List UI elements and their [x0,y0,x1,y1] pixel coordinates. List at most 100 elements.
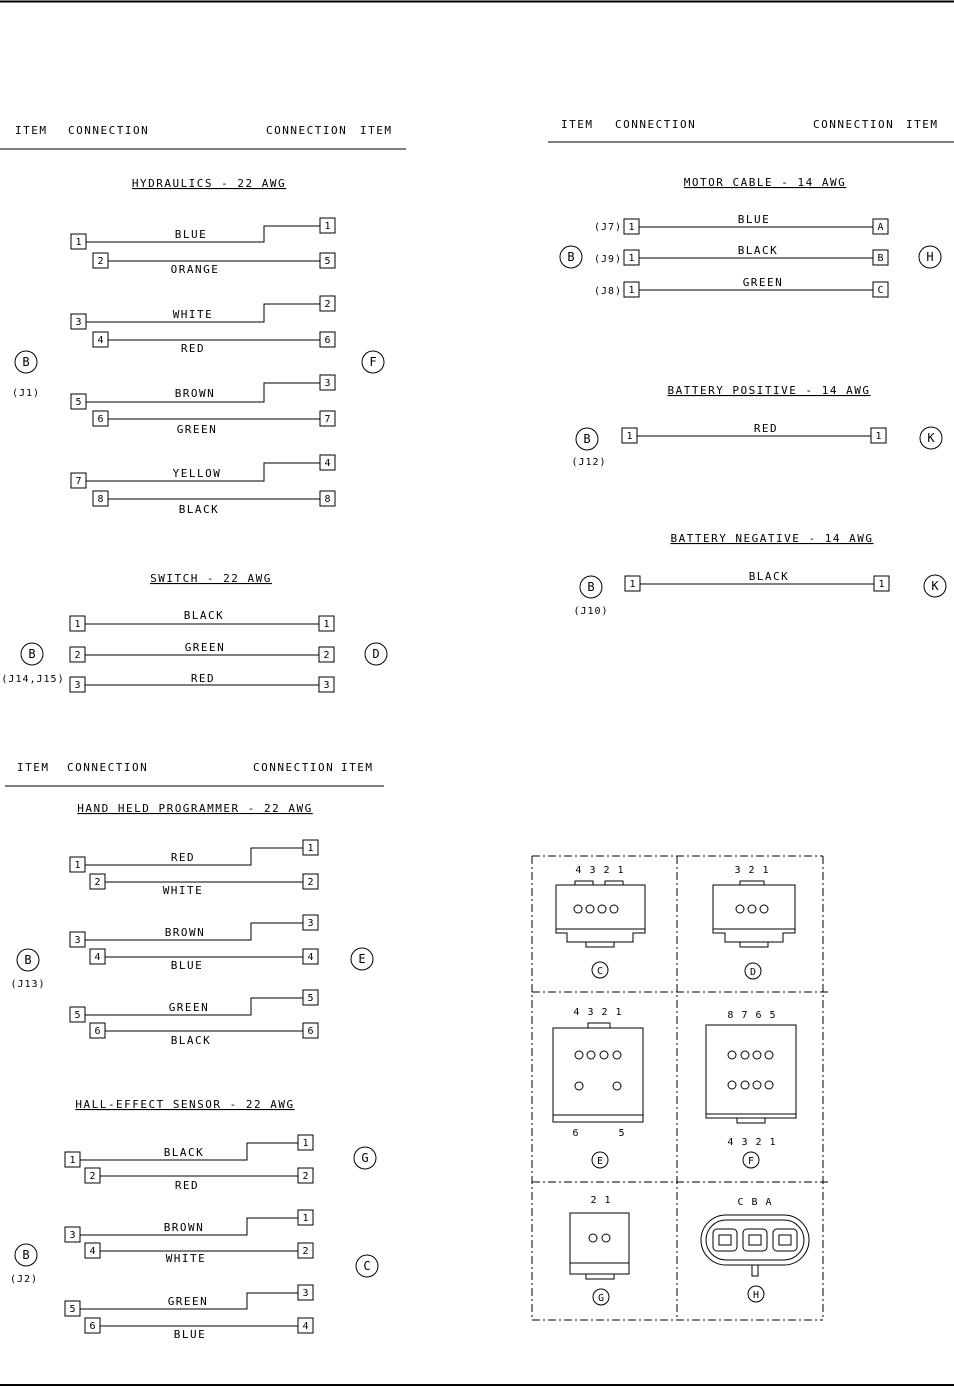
wire-color: BROWN [165,926,206,939]
pin-label: 1 [878,579,884,590]
wire-color: BLACK [179,503,220,516]
wire-color: GREEN [185,641,226,654]
pin-label: 3 [323,680,329,691]
wire-color: GREEN [168,1295,209,1308]
pin-label: 2 [89,1171,95,1182]
motor-left-item: B [567,250,574,264]
connector-f: 8 7 6 5 4 3 2 1 F [705,1010,797,1169]
junction-label: (J7) [594,222,622,233]
bat-neg-title: BATTERY NEGATIVE - 14 AWG [670,532,873,545]
bat-pos-title: BATTERY POSITIVE - 14 AWG [667,384,870,397]
connector-e-label: E [597,1156,603,1167]
pin-label: 1 [628,285,634,296]
pin-label: 3 [75,317,81,328]
pin-label: 3 [69,1230,75,1241]
connector-d-label: D [750,967,756,978]
pin-label: 6 [324,335,330,346]
header-item-left: ITEM [17,761,50,774]
pin-label: 2 [323,650,329,661]
pin-label: 7 [75,476,81,487]
hall-left-sub: (J2) [10,1274,38,1285]
wire-color: GREEN [743,276,784,289]
bat-neg-left-item: B [587,580,594,594]
header-connection-right: CONNECTION [813,118,894,131]
wire-color: RED [171,851,195,864]
hydraulics-title: HYDRAULICS - 22 AWG [132,177,286,190]
bat-pos-right-item: K [927,431,935,445]
header-connection-right: CONNECTION [266,124,347,137]
hall-title: HALL-EFFECT SENSOR - 22 AWG [75,1098,294,1111]
header-connection-left: CONNECTION [67,761,148,774]
connector-c-pins: 4 3 2 1 [575,865,624,876]
programmer-left-item: B [24,953,31,967]
connector-h-pins: C B A [737,1197,772,1208]
header-left-lower: ITEM CONNECTION CONNECTION ITEM [5,761,384,787]
wire-color: WHITE [163,884,204,897]
hall-right-item-g: G [361,1151,368,1165]
junction-label: (J9) [594,254,622,265]
bat-neg-left-sub: (J10) [573,606,608,617]
pin-label: 2 [307,877,313,888]
connector-d: 3 2 1 D [712,865,796,980]
pin-label: 2 [94,877,100,888]
header-connection-left: CONNECTION [615,118,696,131]
battery-negative-section: BATTERY NEGATIVE - 14 AWG B (J10) K 1 1 … [573,532,947,617]
wire-color: BLACK [164,1146,205,1159]
wire-color: BLACK [171,1034,212,1047]
connector-e-pin-6: 6 [572,1128,579,1139]
connector-g-label: G [598,1293,604,1304]
wire-color: BLUE [738,213,771,226]
pin-label: 1 [628,222,634,233]
wire-color: RED [191,672,215,685]
pin-label: 6 [89,1321,95,1332]
wire-color: BLACK [738,244,779,257]
pin-label: B [877,253,883,264]
programmer-section: HAND HELD PROGRAMMER - 22 AWG B (J13) E … [10,802,374,1047]
header-item-right: ITEM [906,118,939,131]
connector-g: 2 1 G [569,1195,630,1306]
wire-color: BROWN [164,1221,205,1234]
pin-label: 1 [875,431,881,442]
connector-f-pins-top: 8 7 6 5 [727,1010,776,1021]
pin-label: 4 [324,458,330,469]
pin-label: 1 [323,619,329,630]
hall-sensor-section: HALL-EFFECT SENSOR - 22 AWG B (J2) G C 1… [10,1098,379,1341]
bat-pos-left-sub: (J12) [571,457,606,468]
wire-color: BLACK [184,609,225,622]
connector-f-pins-bottom: 4 3 2 1 [727,1137,776,1148]
header-item-left: ITEM [561,118,594,131]
connector-c-label: C [597,966,603,977]
pin-label: 1 [626,431,632,442]
pin-label: 6 [307,1026,313,1037]
pin-label: 1 [75,237,81,248]
pin-label: 1 [302,1213,308,1224]
pin-label: 2 [302,1246,308,1257]
switch-left-item: B [28,647,35,661]
wire-color: ORANGE [171,263,220,276]
pin-label: 1 [302,1138,308,1149]
hydraulics-right-item: F [369,355,376,369]
connector-h-label: H [753,1290,759,1301]
pin-label: 1 [628,253,634,264]
pin-label: 2 [302,1171,308,1182]
hall-left-item: B [22,1248,29,1262]
pin-label: 1 [307,843,313,854]
wire-color: WHITE [166,1252,207,1265]
pin-label: 1 [74,860,80,871]
connector-e: 4 3 2 1 6 5 E [552,1007,644,1169]
pin-label: 2 [324,299,330,310]
pin-label: 5 [324,256,330,267]
pin-label: 4 [94,952,100,963]
wire-color: BLUE [174,1328,207,1341]
switch-section: SWITCH - 22 AWG B (J14,J15) D 1 1 BLACK … [1,572,388,693]
pin-label: C [877,285,883,296]
pin-label: 4 [89,1246,95,1257]
pin-label: 3 [324,378,330,389]
header-item-right: ITEM [360,124,393,137]
header-left-top: ITEM CONNECTION CONNECTION ITEM [0,124,406,150]
wire-color: BLACK [749,570,790,583]
header-right-top: ITEM CONNECTION CONNECTION ITEM [548,118,954,143]
header-item-right: ITEM [341,761,374,774]
pin-label: 2 [74,650,80,661]
